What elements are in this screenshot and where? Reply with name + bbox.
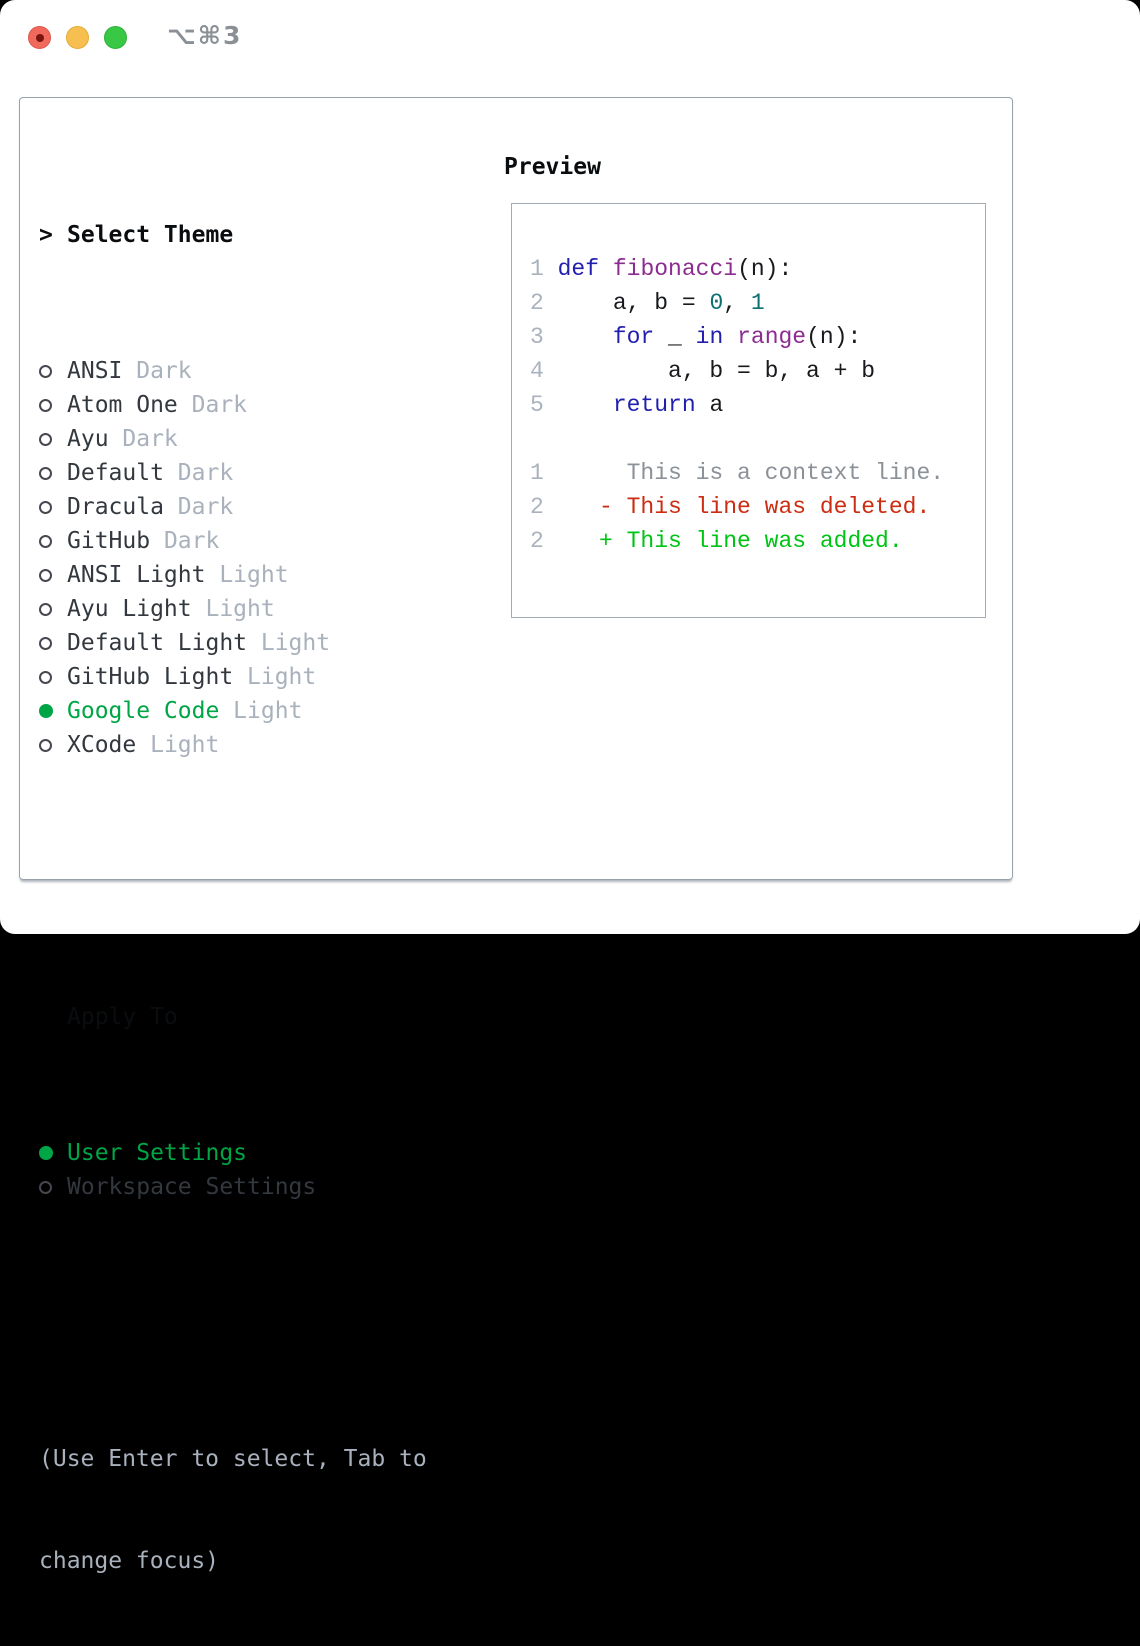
radio-unselected-icon <box>39 670 52 684</box>
option-label: Workspace Settings <box>67 1174 317 1200</box>
option-label: Google Code <box>67 698 220 724</box>
selection-cursor-icon: > <box>39 222 53 248</box>
option-variant-label: Dark <box>150 528 220 554</box>
theme-item-google-code[interactable]: Google Code Light <box>39 694 427 728</box>
theme-list-title: Select Theme <box>67 222 234 248</box>
theme-item-xcode[interactable]: XCode Light <box>39 728 427 762</box>
preview-line: 1 def fibonacci(n): <box>530 256 793 282</box>
option-label: XCode <box>67 732 137 758</box>
preview-line: 2 a, b = 0, 1 <box>530 290 765 316</box>
option-label: User Settings <box>67 1140 248 1166</box>
option-variant-label: Dark <box>177 392 248 418</box>
theme-item-dracula[interactable]: Dracula Dark <box>39 490 427 524</box>
hint-text-line-1: (Use Enter to select, Tab to <box>39 1446 427 1472</box>
radio-unselected-icon <box>39 364 52 378</box>
preview-line: 2 + This line was added. <box>530 528 903 554</box>
radio-unselected-icon <box>39 500 52 514</box>
preview-line <box>530 422 985 456</box>
option-variant-label: Dark <box>108 426 178 452</box>
preview-title: Preview <box>504 154 601 180</box>
theme-list-header: > Select Theme <box>39 218 427 252</box>
theme-item-ansi[interactable]: ANSI Dark <box>39 354 427 388</box>
option-variant-label: Light <box>205 562 289 588</box>
theme-item-ayu[interactable]: Ayu Dark <box>39 422 427 456</box>
option-label: GitHub <box>67 528 151 554</box>
preview-box: 1 def fibonacci(n): 2 a, b = 0, 1 3 for _ … <box>511 203 986 618</box>
option-label: Ayu Light <box>67 596 192 622</box>
minimize-button[interactable] <box>66 26 89 49</box>
preview-line: 4 a, b = b, a + b <box>530 358 876 384</box>
option-label: Default <box>67 460 164 486</box>
preview-line: 2 - This line was deleted. <box>530 494 931 520</box>
option-variant-label: Dark <box>163 460 234 486</box>
radio-selected-icon <box>39 1146 53 1160</box>
preview-line: 5 return a <box>530 392 724 418</box>
option-variant-label: Light <box>219 698 303 724</box>
radio-unselected-icon <box>39 398 52 412</box>
apply-option-workspace-settings[interactable]: Workspace Settings <box>39 1170 427 1204</box>
radio-unselected-icon <box>39 432 52 446</box>
spacer <box>39 1306 427 1340</box>
apply-option-user-settings[interactable]: User Settings <box>39 1136 427 1170</box>
radio-unselected-icon <box>39 738 52 752</box>
keyboard-shortcut-label: ⌥⌘3 <box>167 21 243 50</box>
preview-line: 1 This is a context line. <box>530 460 945 486</box>
theme-item-github-light[interactable]: GitHub Light Light <box>39 660 427 694</box>
theme-item-ayu-light[interactable]: Ayu Light Light <box>39 592 427 626</box>
option-label: Default Light <box>67 630 248 656</box>
theme-item-github[interactable]: GitHub Dark <box>39 524 427 558</box>
option-variant-label: Light <box>247 630 331 656</box>
titlebar: ⌥⌘3 <box>0 0 1140 62</box>
theme-item-atom-one[interactable]: Atom One Dark <box>39 388 427 422</box>
spacer <box>39 864 427 898</box>
option-label: Atom One <box>67 392 178 418</box>
theme-item-ansi-light[interactable]: ANSI Light Light <box>39 558 427 592</box>
option-variant-label: Light <box>191 596 275 622</box>
radio-unselected-icon <box>39 466 52 480</box>
theme-item-default-light[interactable]: Default Light Light <box>39 626 427 660</box>
code-preview: 1 def fibonacci(n): 2 a, b = 0, 1 3 for _ … <box>512 204 985 558</box>
option-variant-label: Dark <box>163 494 234 520</box>
option-label: ANSI <box>67 358 123 384</box>
apply-to-header: Apply To <box>39 1000 427 1034</box>
radio-unselected-icon <box>39 534 52 548</box>
option-variant-label: Light <box>136 732 220 758</box>
radio-unselected-icon <box>39 636 52 650</box>
option-variant-label: Dark <box>122 358 192 384</box>
option-label: GitHub Light <box>67 664 234 690</box>
option-variant-label: Light <box>233 664 317 690</box>
close-dot-icon <box>36 34 44 42</box>
zoom-button[interactable] <box>104 26 127 49</box>
option-label: ANSI Light <box>67 562 206 588</box>
radio-unselected-icon <box>39 602 52 616</box>
option-label: Ayu <box>67 426 109 452</box>
radio-selected-icon <box>39 704 53 718</box>
radio-unselected-icon <box>39 568 52 582</box>
theme-item-default[interactable]: Default Dark <box>39 456 427 490</box>
apply-to-title: Apply To <box>67 1004 178 1030</box>
hint-text-line-2: change focus) <box>39 1548 220 1574</box>
radio-unselected-icon <box>39 1180 52 1194</box>
close-button[interactable] <box>28 26 51 49</box>
preview-line: 3 for _ in range(n): <box>530 324 862 350</box>
option-label: Dracula <box>67 494 164 520</box>
